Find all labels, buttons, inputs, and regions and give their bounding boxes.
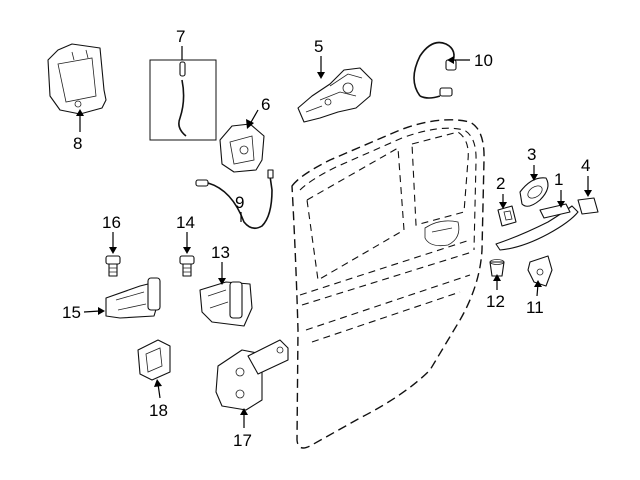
callout-7: 7 (176, 27, 185, 46)
callout-2: 2 (496, 174, 505, 193)
callout-16: 16 (102, 213, 121, 232)
part-4-cap (577, 197, 599, 215)
rear-door-outline (291, 119, 485, 449)
callout-3: 3 (527, 145, 536, 164)
part-14-bolt (179, 255, 195, 277)
callout-4: 4 (581, 156, 590, 175)
part-5-lock-actuator (297, 67, 373, 123)
part-10-cable (413, 41, 457, 99)
part-3-gasket (519, 177, 549, 207)
callout-1: 1 (554, 170, 563, 189)
part-18-clip (137, 339, 171, 381)
callout-9: 9 (235, 193, 244, 212)
part-12-grommet (489, 259, 505, 277)
part-16-bolt (105, 255, 121, 277)
part-17-door-check (215, 339, 289, 411)
callout-15: 15 (62, 303, 81, 322)
callout-10: 10 (474, 51, 493, 70)
callout-5: 5 (314, 37, 323, 56)
callout-6: 6 (261, 95, 270, 114)
part-9-cable (195, 169, 274, 230)
callout-labels: 1 2 3 4 5 6 7 8 9 10 11 12 13 14 15 16 1… (62, 27, 590, 450)
part-7-rod-box (149, 59, 217, 141)
part-6-latch-housing (219, 123, 265, 173)
part-2-seal (497, 205, 517, 227)
part-1-handle (495, 203, 579, 251)
callout-12: 12 (486, 292, 505, 311)
part-8-bracket (47, 43, 107, 115)
callout-18: 18 (149, 401, 168, 420)
callout-8: 8 (73, 134, 82, 153)
callout-14: 14 (176, 213, 195, 232)
callout-13: 13 (211, 243, 230, 262)
part-13-hinge (199, 281, 253, 327)
leader-lines (76, 46, 592, 428)
callout-17: 17 (233, 431, 252, 450)
part-15-hinge (105, 277, 161, 319)
callout-11: 11 (526, 298, 544, 317)
part-11-bracket (527, 255, 553, 287)
